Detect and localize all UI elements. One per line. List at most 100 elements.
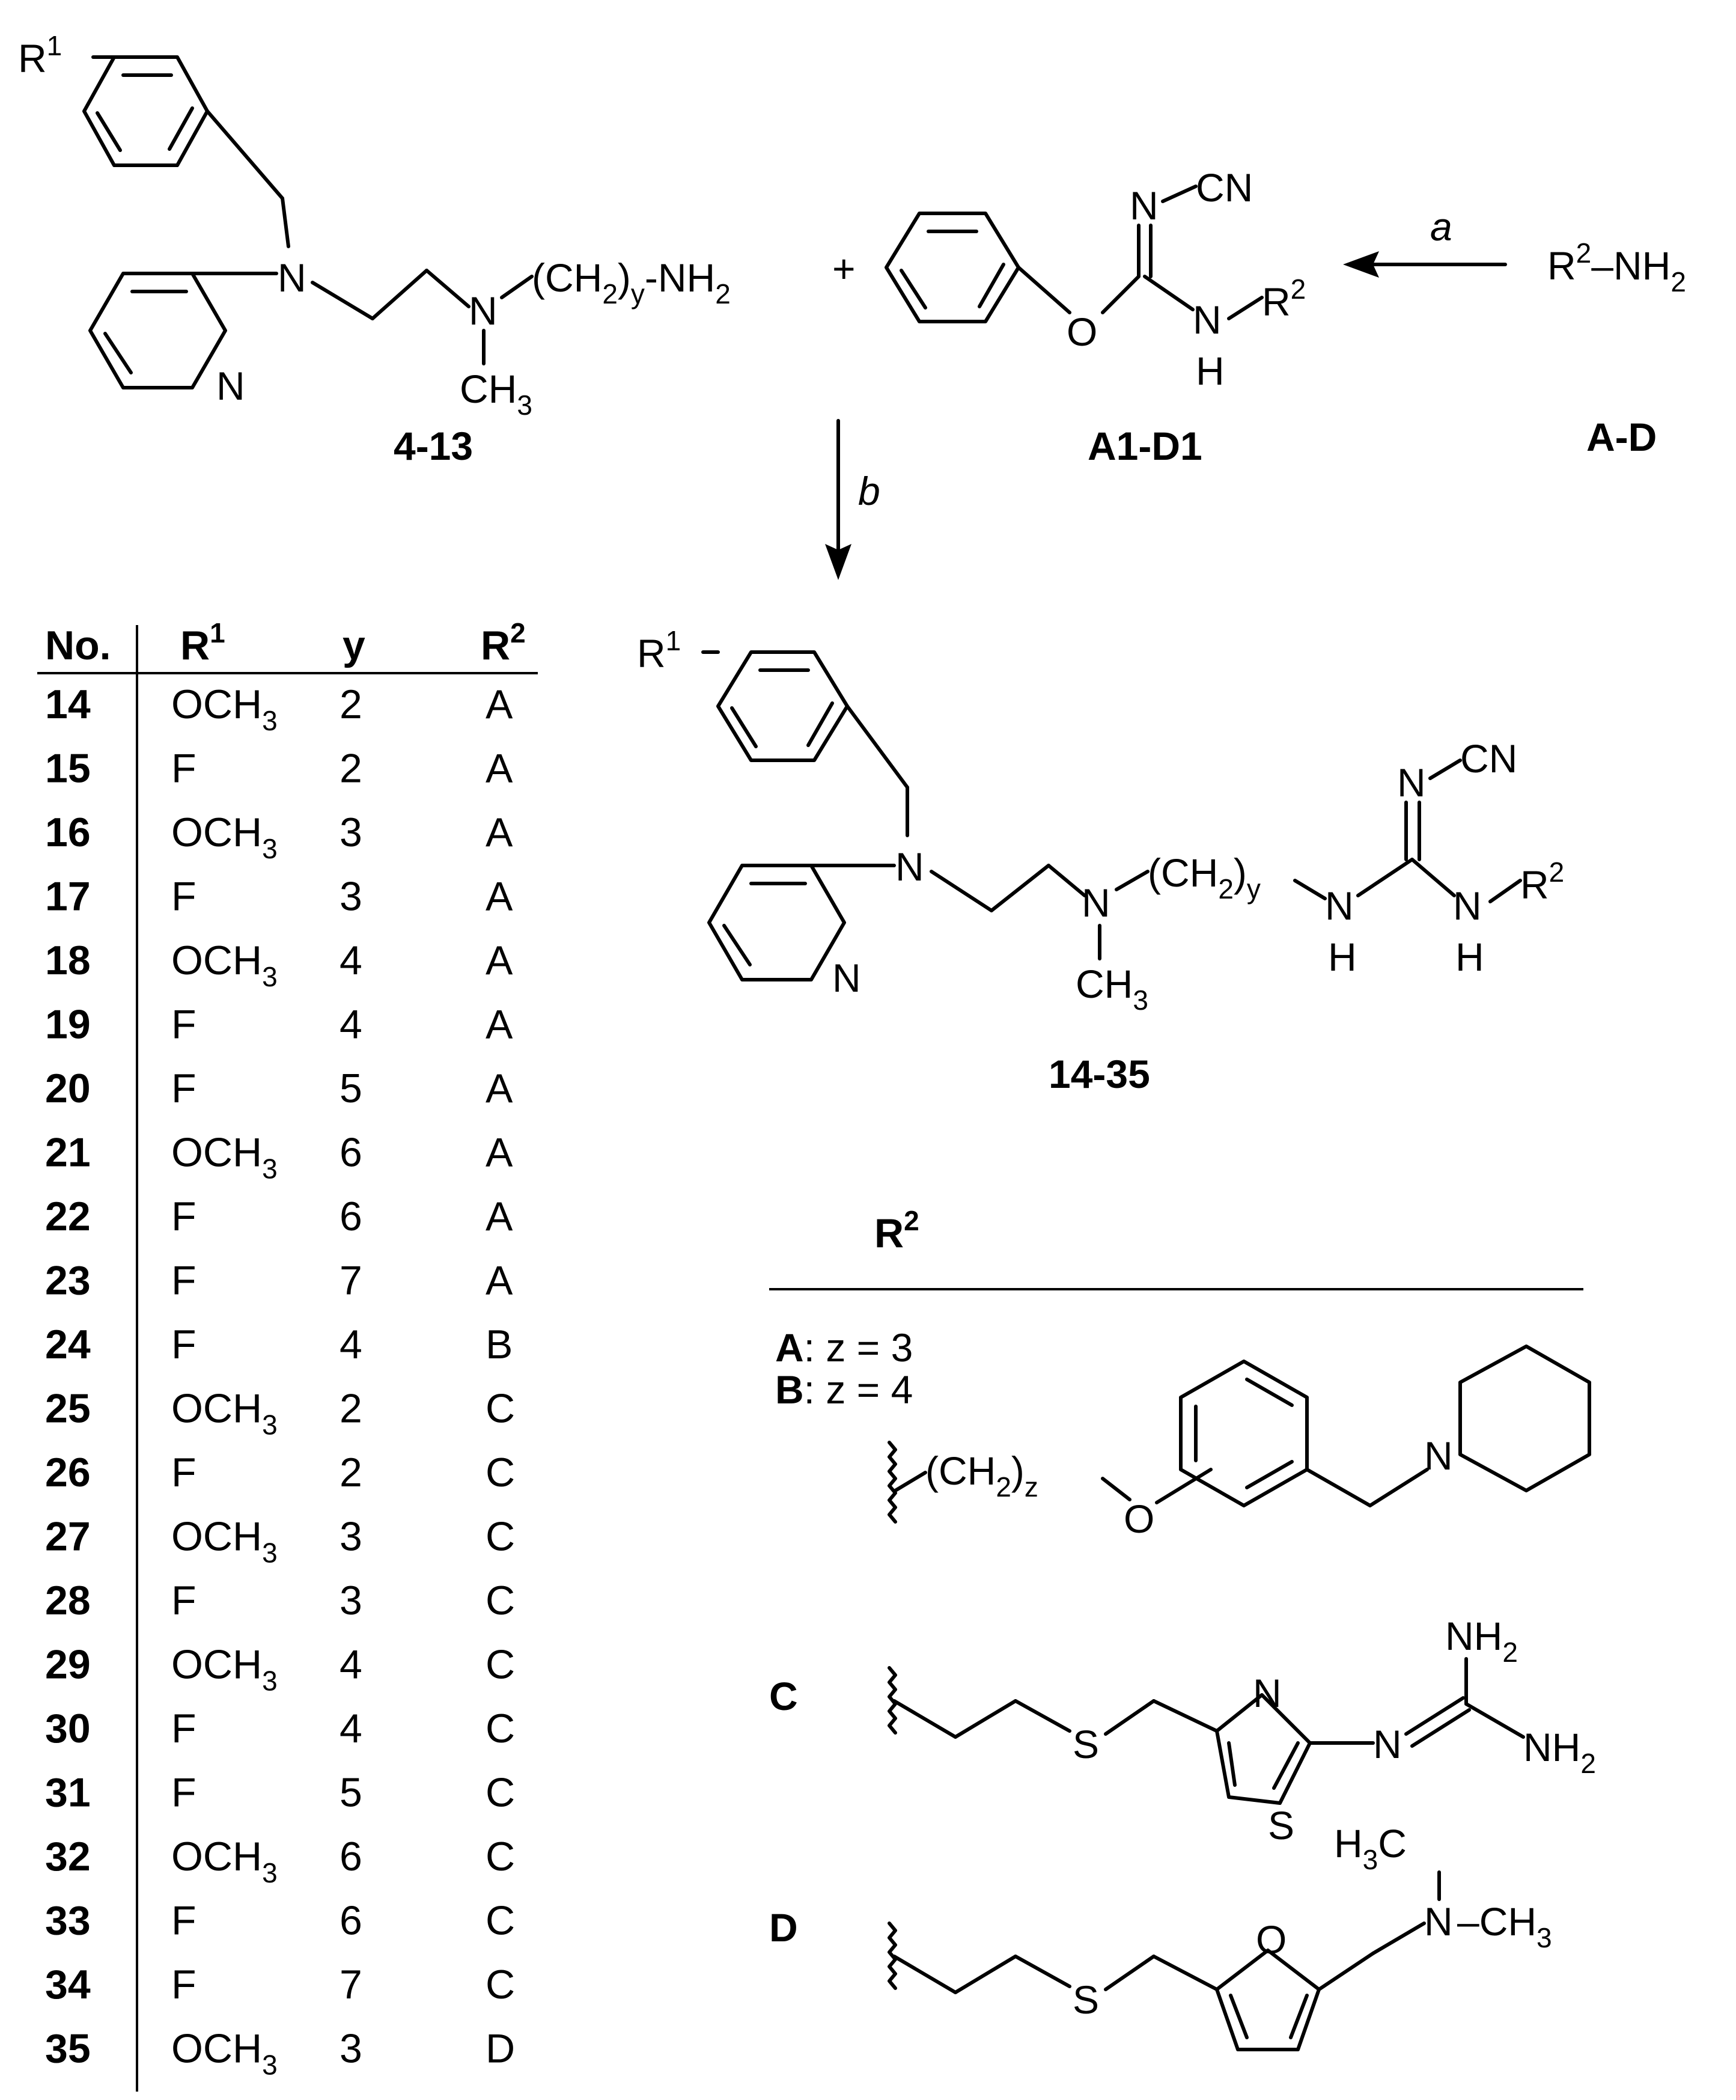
table-cell-r1: OCH3 [171,810,278,864]
table-cell-y: 5 [340,1770,362,1816]
product-n2: N [1082,881,1110,925]
table-cell-y: 4 [340,1706,362,1751]
amine-n1: N [278,255,306,300]
table-cell-y: 3 [340,1578,362,1623]
c-thiazole-s: S [1268,1803,1294,1848]
r1-label: R1 [18,30,62,81]
table-cell-r2: C [486,1642,515,1688]
ab-benzene [1179,1360,1309,1507]
attachment-wavy-d [888,1921,897,1990]
r2-legend-title: R2 [874,1205,919,1256]
compound-label-14-35: 14-35 [1049,1052,1150,1096]
table-cell-y: 3 [340,1514,362,1560]
compound-label-a-d: A-D [1586,415,1657,459]
table-cell-y: 6 [340,1194,362,1239]
table-cell-y: 5 [340,1066,362,1111]
table-cell-r1: OCH3 [171,1642,278,1697]
d-furan-o: O [1256,1917,1287,1962]
table-cell-r2: D [486,2026,515,2072]
product-h1: H [1328,935,1357,979]
amine-ch3: CH3 [460,367,532,421]
table-cell-r1: F [171,1002,196,1048]
arrow-a: a [1343,204,1507,278]
product-chain: (CH2)y [1148,850,1261,905]
product-n1: N [895,844,924,889]
table-cell-r1: OCH3 [171,1514,278,1569]
thiazole-ring [1215,1693,1312,1805]
table-cell-no: 29 [45,1642,91,1688]
table-cell-r2: C [486,1770,515,1816]
header-y: y [343,623,365,668]
table-cell-r2: C [486,1962,515,2007]
arrowhead-b [825,544,851,580]
product-pyridine-n: N [832,956,861,1000]
product-r2: R2 [1520,856,1564,907]
c-guanidine-n: N [1373,1722,1402,1766]
table-cell-no: 16 [45,810,91,855]
r2-nh2: R2–NH2 [1547,237,1686,298]
attachment-wavy-c [888,1666,897,1735]
r2-option-a: A: z = 3 [775,1325,913,1370]
table-cell-r1: F [171,1898,196,1944]
r2-option-c: C [769,1674,798,1718]
table-cell-r2: A [486,682,513,727]
table-cell-y: 3 [340,2026,362,2072]
table-cell-r2: C [486,1386,515,1432]
table-cell-r2: A [486,746,513,792]
table-cell-no: 28 [45,1578,91,1623]
table-cell-r2: C [486,1514,515,1560]
table-cell-y: 4 [340,1642,362,1688]
table-cell-no: 15 [45,746,91,792]
product-ch3: CH3 [1076,962,1148,1016]
table-cell-r1: F [171,1194,196,1239]
c-nh2-bottom: NH2 [1523,1725,1596,1779]
table-cell-y: 3 [340,874,362,920]
ab-piperidine-n: N [1424,1433,1453,1478]
table-cell-no: 31 [45,1770,91,1816]
table-cell-no: 18 [45,938,91,983]
table-cell-r2: A [486,1066,513,1111]
table-cell-r2: A [486,1194,513,1239]
isourea-o: O [1067,310,1097,354]
isourea-nh: N [1193,298,1222,342]
piperidine-ring [1458,1345,1591,1492]
isourea-reagent: O N CN N H R2 A1-D1 [885,165,1306,468]
table-cell-r2: A [486,1130,513,1176]
table-cell-y: 4 [340,1322,362,1367]
ab-ether-o: O [1124,1497,1154,1541]
table-cell-no: 25 [45,1386,91,1432]
table-cell-r2: C [486,1578,515,1623]
table-cell-no: 22 [45,1194,91,1239]
table-cell-no: 26 [45,1450,91,1495]
attachment-wavy-ab [888,1441,897,1524]
furan-ring [1215,1949,1321,2051]
product-h2: H [1455,935,1484,979]
table-cell-no: 27 [45,1514,91,1560]
pyridine-n: N [216,364,245,408]
c-nh2-top: NH2 [1445,1614,1518,1668]
table-cell-no: 21 [45,1130,91,1176]
table-cell-r2: A [486,874,513,920]
table-cell-no: 14 [45,682,91,727]
table-cell-r1: OCH3 [171,938,278,992]
isourea-cn: CN [1196,165,1253,210]
d-ch3: –CH3 [1457,1899,1552,1953]
table-cell-y: 4 [340,938,362,983]
table-cell-r1: F [171,1770,196,1816]
header-r1: R1 [180,617,225,668]
table-cell-no: 23 [45,1258,91,1304]
c-thiazole-n: N [1253,1671,1282,1715]
table-cell-no: 24 [45,1322,91,1367]
benzene-ring [82,55,209,167]
product-n-imine: N [1397,760,1426,805]
table-cell-y: 3 [340,810,362,855]
table-cell-r2: B [486,1322,513,1367]
table-cell-r1: F [171,1066,196,1111]
table-cell-r1: F [171,746,196,792]
isourea-r2: R2 [1262,273,1306,324]
table-cell-r1: OCH3 [171,682,278,736]
compound-label-a1-d1: A1-D1 [1088,424,1202,468]
table-cell-r1: F [171,1706,196,1751]
